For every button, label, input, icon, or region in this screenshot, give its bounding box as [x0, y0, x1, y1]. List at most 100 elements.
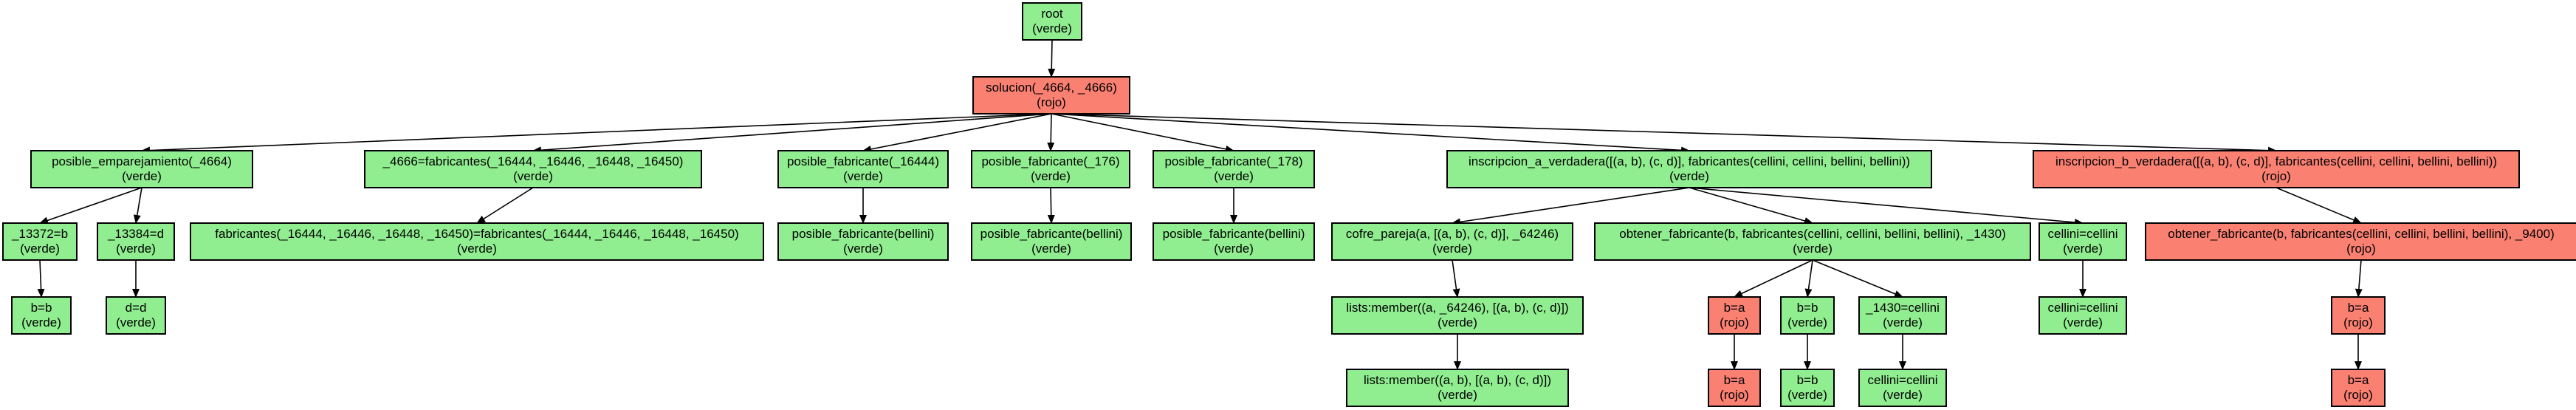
edge-obt-to-bb2 [1804, 259, 1813, 298]
tree-node-pf2: posible_fabricante(_176)(verde) [971, 150, 1130, 188]
node-status-label: (verde) [1438, 315, 1477, 329]
edge-sol-to-pf1 [862, 113, 1052, 153]
node-box [11, 296, 72, 335]
edge-cofre-to-mem1 [1452, 259, 1460, 298]
tree-node-ba3: b=a(rojo) [1708, 369, 1761, 407]
edge-sol-to-pe [141, 113, 1052, 154]
node-status-label: (rojo) [2346, 242, 2376, 256]
node-status-label: (verde) [116, 315, 156, 329]
tree-node-ba2: b=a(rojo) [2331, 296, 2386, 335]
node-box [97, 222, 175, 261]
node-box [1346, 369, 1569, 407]
node-goal-label: _4666=fabricantes(_16444, _16446, _16448… [382, 154, 684, 168]
node-status-label: (verde) [122, 169, 162, 183]
node-box [1331, 296, 1584, 335]
node-status-label: (verde) [2063, 315, 2103, 329]
node-status-label: (verde) [1032, 21, 1072, 35]
node-goal-label: b=b [1797, 373, 1818, 387]
edge-iav-to-obt [1689, 187, 1813, 225]
node-goal-label: posible_fabricante(bellini) [1163, 227, 1305, 241]
node-status-label: (verde) [843, 169, 883, 183]
node-goal-label: obtener_fabricante(b, fabricantes(cellin… [1619, 227, 2006, 241]
edge-sol-to-pf3 [1051, 113, 1234, 153]
node-box [1708, 369, 1761, 407]
node-goal-label: cellini=cellini [1868, 373, 1938, 387]
tree-node-root: root(verde) [1022, 2, 1082, 41]
node-goal-label: posible_fabricante(_176) [981, 154, 1119, 168]
tree-node-mem1: lists:member((a, _64246), [(a, b), (c, d… [1331, 296, 1584, 335]
node-box [2, 222, 78, 261]
tree-node-pfb2: posible_fabricante(bellini)(verde) [971, 222, 1132, 261]
node-goal-label: lists:member((a, _64246), [(a, b), (c, d… [1346, 301, 1568, 315]
node-box [777, 150, 949, 188]
node-status-label: (verde) [1214, 242, 1254, 256]
tree-node-d13384: _13384=d(verde) [97, 222, 175, 261]
tree-node-dd1: d=d(verde) [106, 296, 166, 335]
edge-root-to-sol [1048, 39, 1056, 78]
node-box [2033, 150, 2520, 188]
node-status-label: (verde) [1883, 315, 1923, 329]
tree-node-c1430: _1430=cellini(verde) [1858, 296, 1947, 335]
edge-iav-to-cofre [1452, 187, 1690, 226]
node-goal-label: posible_fabricante(_16444) [787, 154, 939, 168]
node-goal-label: cofre_pareja(a, [(a, b), (c, d)], _64246… [1346, 227, 1559, 241]
node-goal-label: b=a [1724, 301, 1745, 315]
node-goal-label: inscripcion_b_verdadera([(a, b), (c, d)]… [2055, 154, 2497, 168]
edge-sol-to-iav [1051, 113, 1690, 154]
edge-obt2-to-ba2 [2355, 259, 2363, 298]
node-status-label: (verde) [116, 242, 156, 256]
node-status-label: (rojo) [2261, 169, 2291, 183]
node-goal-label: _13372=b [11, 227, 68, 241]
node-goal-label: fabricantes(_16444, _16446, _16448, _164… [215, 227, 738, 241]
node-status-label: (verde) [1787, 388, 1827, 402]
node-status-label: (verde) [2063, 242, 2103, 256]
tree-node-obt2: obtener_fabricante(b, fabricantes(cellin… [2145, 222, 2576, 261]
node-goal-label: b=a [2348, 301, 2369, 315]
tree-node-cc2: cellini=cellini(verde) [2039, 296, 2127, 335]
tree-node-cofre: cofre_pareja(a, [(a, b), (c, d)], _64246… [1331, 222, 1573, 261]
node-box [2331, 369, 2386, 407]
node-box [1594, 222, 2031, 261]
edge-layer [37, 39, 2363, 370]
node-status-label: (verde) [1432, 242, 1472, 256]
node-goal-label: posible_emparejamiento(_4664) [52, 154, 232, 168]
node-box [1780, 369, 1835, 407]
node-box [1153, 222, 1315, 261]
node-status-label: (verde) [1883, 388, 1923, 402]
node-box [1780, 296, 1835, 335]
edge-iav-to-cc1 [1689, 187, 2084, 226]
node-box [190, 222, 764, 261]
edge-fab-to-fabeq [476, 187, 534, 224]
node-status-label: (rojo) [1720, 315, 1749, 329]
node-status-label: (verde) [513, 169, 553, 183]
node-status-label: (rojo) [1720, 388, 1749, 402]
node-box [777, 222, 949, 261]
tree-node-pe: posible_emparejamiento(_4664)(verde) [30, 150, 253, 188]
node-goal-label: cellini=cellini [2048, 301, 2118, 315]
node-goal-label: lists:member((a, b), [(a, b), (c, d)]) [1364, 373, 1551, 387]
node-box [2039, 222, 2127, 261]
node-status-label: (verde) [1669, 169, 1709, 183]
edge-sol-to-fab [532, 113, 1052, 154]
node-status-label: (rojo) [2343, 315, 2373, 329]
node-goal-label: posible_fabricante(bellini) [980, 227, 1123, 241]
node-box [1708, 296, 1761, 335]
node-goal-label: posible_fabricante(_178) [1164, 154, 1302, 168]
node-status-label: (verde) [1214, 169, 1254, 183]
node-goal-label: posible_fabricante(bellini) [792, 227, 935, 241]
node-goal-label: b=b [1797, 301, 1818, 315]
tree-node-fabeq: fabricantes(_16444, _16446, _16448, _164… [190, 222, 764, 261]
node-goal-label: obtener_fabricante(b, fabricantes(cellin… [2168, 227, 2555, 241]
node-box [2331, 296, 2386, 335]
edge-obt-to-c1430 [1812, 259, 1903, 298]
node-status-label: (verde) [843, 242, 883, 256]
tree-node-obt: obtener_fabricante(b, fabricantes(cellin… [1594, 222, 2031, 261]
node-goal-label: b=a [1724, 373, 1745, 387]
node-status-label: (verde) [1438, 388, 1477, 402]
node-box [106, 296, 166, 335]
tree-node-fab: _4666=fabricantes(_16444, _16446, _16448… [364, 150, 702, 188]
node-status-label: (verde) [1031, 169, 1071, 183]
edge-pe-to-d13384 [133, 187, 142, 224]
